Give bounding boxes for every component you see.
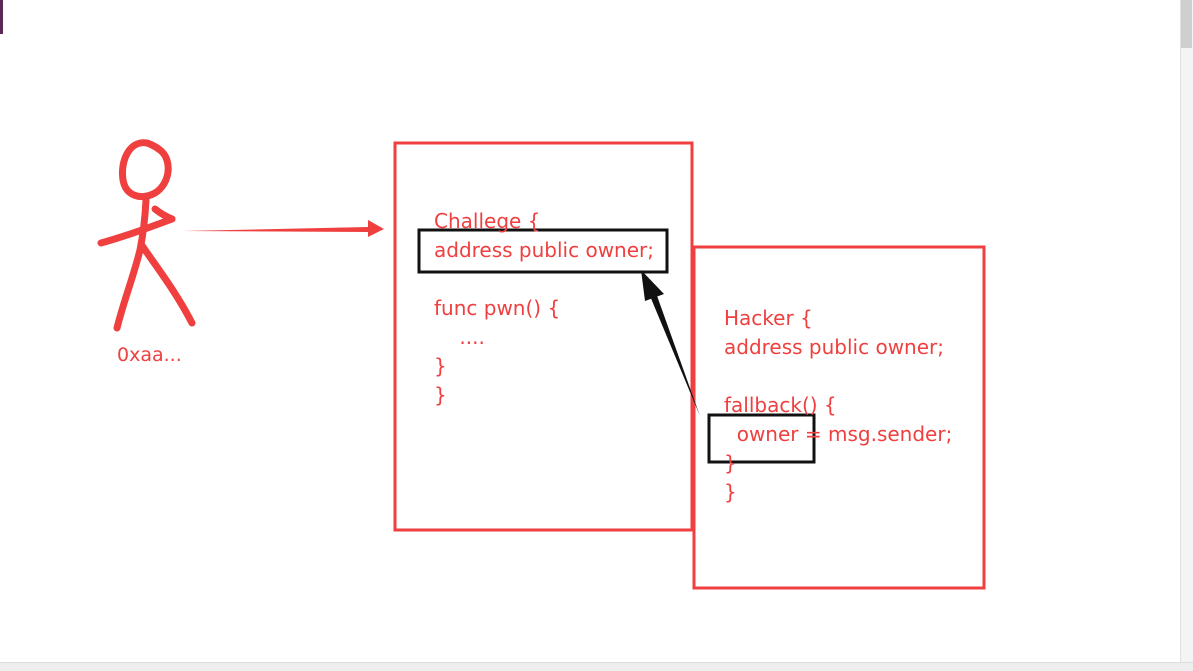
assignment-highlight-frame [707, 413, 816, 464]
challenge-code-line: .... [434, 325, 485, 349]
hacker-fallback-line: fallback() { [724, 393, 837, 417]
challenge-box-outline [393, 141, 694, 532]
bottom-scroll-area [0, 662, 1193, 671]
scrollbar-thumb[interactable] [1181, 0, 1192, 48]
stick-figure-leg [137, 240, 196, 327]
hacker-code-line: } [724, 451, 737, 475]
owner-highlight-frame [417, 228, 669, 274]
stick-figure-head [118, 139, 172, 200]
hacker-assignment-line: owner = msg.sender; [724, 422, 953, 446]
stick-figure-arm-upper [151, 205, 176, 223]
hacker-owner-declaration: address public owner; [724, 335, 944, 359]
vertical-scrollbar[interactable] [1180, 0, 1193, 671]
hacker-box-outline [692, 245, 986, 590]
window-edge-mark [0, 0, 3, 34]
challenge-code-line: func pwn() { [434, 296, 561, 320]
challenge-code-line: Challege { [434, 209, 541, 233]
stick-figure-arm [97, 215, 176, 247]
challenge-code-line: } [434, 354, 447, 378]
hacker-code-line: } [724, 480, 737, 504]
stick-figure-icon [97, 139, 196, 332]
challenge-owner-declaration: address public owner; [434, 238, 654, 262]
stick-figure-body [113, 196, 150, 332]
overwrite-arrow [641, 270, 700, 416]
call-arrow [183, 220, 384, 237]
challenge-code-line: } [434, 383, 447, 407]
hacker-code-line: Hacker { [724, 306, 813, 330]
actor-label: 0xaa... [117, 344, 182, 366]
